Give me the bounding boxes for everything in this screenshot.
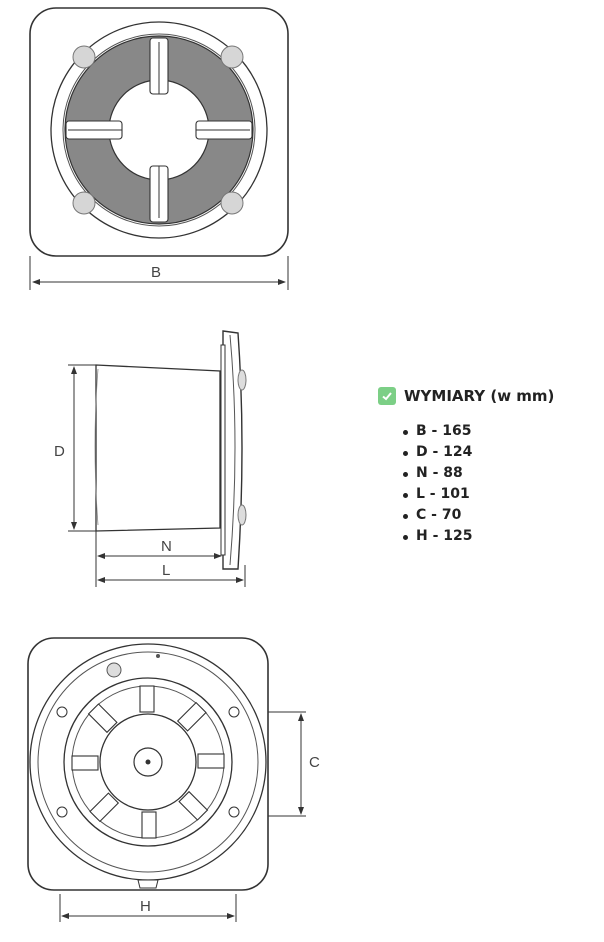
list-item: H - 125: [378, 526, 593, 547]
list-item: B - 165: [378, 421, 593, 442]
list-item: C - 70: [378, 505, 593, 526]
front-view-drawing: B: [20, 0, 300, 295]
screw-icon: [220, 45, 244, 69]
screw-icon: [72, 45, 96, 69]
screw-icon: [72, 191, 96, 215]
dimension-h-label: H: [140, 898, 151, 915]
spec-title: WYMIARY (w mm): [404, 387, 555, 405]
dimension-l-label: L: [162, 562, 170, 579]
spec-list: B - 165 D - 124 N - 88 L - 101 C - 70 H …: [378, 421, 593, 547]
list-item: D - 124: [378, 442, 593, 463]
screw-icon: [220, 191, 244, 215]
list-item: L - 101: [378, 484, 593, 505]
side-view-drawing: D N L: [40, 325, 270, 595]
dimension-c-label: C: [309, 754, 320, 771]
dimension-d-label: D: [54, 443, 65, 460]
list-item: N - 88: [378, 463, 593, 484]
check-icon: [378, 387, 396, 405]
spec-title-row: WYMIARY (w mm): [378, 387, 593, 405]
dimensions-spec-panel: WYMIARY (w mm) B - 165 D - 124 N - 88 L …: [378, 387, 593, 547]
dimension-b-label: B: [151, 264, 161, 281]
back-view-drawing: C H: [20, 630, 340, 930]
dimension-n-label: N: [161, 538, 172, 555]
